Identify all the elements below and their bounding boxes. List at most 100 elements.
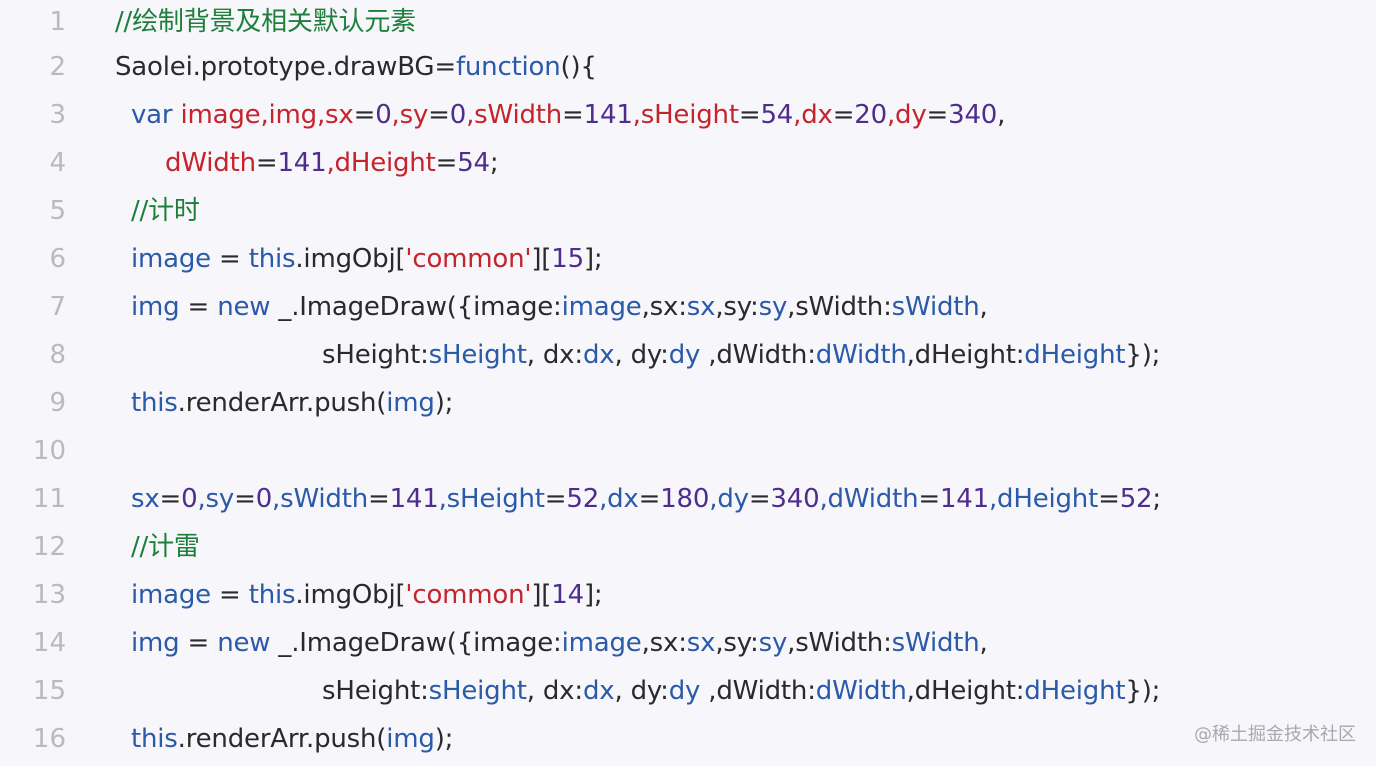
code-text: var image,img,sx=0,sy=0,sWidth=141,sHeig… — [131, 91, 1005, 139]
code-token: = — [179, 292, 218, 322]
code-token: 141 — [583, 100, 633, 130]
line-number: 6 — [49, 244, 66, 274]
code-token: this — [248, 244, 296, 274]
code-token: ,sHeight — [438, 484, 545, 514]
code-text: sHeight:sHeight, dx:dx, dy:dy ,dWidth:dW… — [322, 331, 1160, 379]
code-token: ,sy: — [715, 292, 759, 322]
line-number: 5 — [49, 196, 66, 226]
code-token: ,dy — [709, 484, 749, 514]
code-token: ]; — [583, 580, 603, 610]
code-token: image — [561, 628, 642, 658]
code-token: ,dHeight: — [906, 676, 1025, 706]
code-token: dx — [582, 340, 615, 370]
code-token: 141 — [277, 148, 327, 178]
code-token: sy — [758, 628, 788, 658]
code-token: ,dx — [793, 100, 833, 130]
code-token: 0 — [375, 100, 392, 130]
code-line: 1//绘制背景及相关默认元素 — [0, 0, 1376, 46]
code-line: 16 this.renderArr.push(img); — [0, 715, 1376, 763]
code-token: ]; — [583, 244, 603, 274]
code-text: this.renderArr.push(img); — [131, 715, 453, 763]
code-line: 5 //计时 — [0, 187, 1376, 235]
code-token: = — [159, 484, 182, 514]
code-token: 0 — [181, 484, 198, 514]
code-token: 141 — [939, 484, 989, 514]
code-token: //计时 — [131, 196, 200, 226]
code-token: dHeight — [1024, 340, 1126, 370]
code-token: = — [210, 580, 249, 610]
code-token: img — [131, 628, 180, 658]
code-token: = — [638, 484, 661, 514]
code-token: dWidth — [815, 676, 907, 706]
code-token: sHeight — [428, 340, 527, 370]
code-token: sx — [686, 628, 716, 658]
code-token: sHeight: — [322, 340, 429, 370]
code-token: 54 — [457, 148, 490, 178]
code-token: this — [131, 724, 178, 754]
line-number: 8 — [49, 340, 66, 370]
code-token: var — [131, 100, 181, 130]
code-token: img — [386, 388, 435, 418]
code-token: ,sWidth: — [787, 628, 892, 658]
code-token: 20 — [854, 100, 887, 130]
code-token: ][ — [531, 580, 552, 610]
watermark: @稀土掘金技术社区 — [1194, 724, 1356, 745]
code-token: , — [391, 100, 400, 130]
code-token: = — [210, 244, 249, 274]
code-token: 0 — [255, 484, 273, 514]
code-token: = — [738, 100, 761, 130]
code-token: //绘制背景及相关默认元素 — [115, 7, 416, 37]
code-token: this — [131, 388, 178, 418]
code-token: image — [131, 244, 211, 274]
code-token: 52 — [566, 484, 600, 514]
code-text: image = this.imgObj['common'][15]; — [131, 235, 603, 283]
code-token: sWidth — [891, 292, 980, 322]
code-token: ,sy — [197, 484, 235, 514]
code-token: = — [832, 100, 855, 130]
code-token: sWidth — [891, 628, 980, 658]
code-token: .imgObj[ — [295, 244, 406, 274]
code-token: dy — [668, 676, 701, 706]
code-token: 'common' — [405, 580, 532, 610]
code-token: dHeight — [1024, 676, 1126, 706]
code-token: ,sx: — [641, 628, 687, 658]
code-token: ,dHeight — [988, 484, 1099, 514]
code-token: .imgObj[ — [295, 580, 406, 610]
code-token: ][ — [531, 244, 552, 274]
line-number: 14 — [32, 628, 66, 658]
code-token: = — [353, 100, 376, 130]
code-text: dWidth=141,dHeight=54; — [165, 139, 499, 187]
line-number: 3 — [49, 100, 66, 130]
code-text: sx=0,sy=0,sWidth=141,sHeight=52,dx=180,d… — [131, 475, 1161, 523]
code-token: ; — [489, 148, 499, 178]
code-token: }); — [1125, 340, 1161, 370]
code-token: = — [234, 484, 256, 514]
code-text: Saolei.prototype.drawBG=function(){ — [115, 43, 597, 91]
code-token: 14 — [551, 580, 584, 610]
code-token: 54 — [760, 100, 794, 130]
code-token: dWidth — [165, 148, 256, 178]
line-number: 15 — [32, 676, 66, 706]
code-token: sx — [131, 484, 160, 514]
code-token: = — [926, 100, 949, 130]
line-number: 2 — [49, 52, 66, 82]
code-line: 14 img = new _.ImageDraw({image:image,sx:… — [0, 619, 1376, 667]
code-token: 340 — [948, 100, 998, 130]
code-text: img = new _.ImageDraw({image:image,sx:sx… — [131, 619, 988, 667]
code-token: 340 — [770, 484, 820, 514]
code-token: ,dHeight — [326, 148, 436, 178]
code-token: ,dx — [599, 484, 639, 514]
code-token: ); — [434, 388, 454, 418]
code-token: sHeight: — [322, 676, 429, 706]
code-token: image,img,sx — [180, 100, 354, 130]
line-number: 16 — [32, 724, 66, 754]
code-token: , dx: — [526, 340, 583, 370]
code-token: dWidth — [815, 340, 907, 370]
code-token: .renderArr.push( — [177, 388, 387, 418]
code-token: _.ImageDraw({image: — [270, 292, 562, 322]
